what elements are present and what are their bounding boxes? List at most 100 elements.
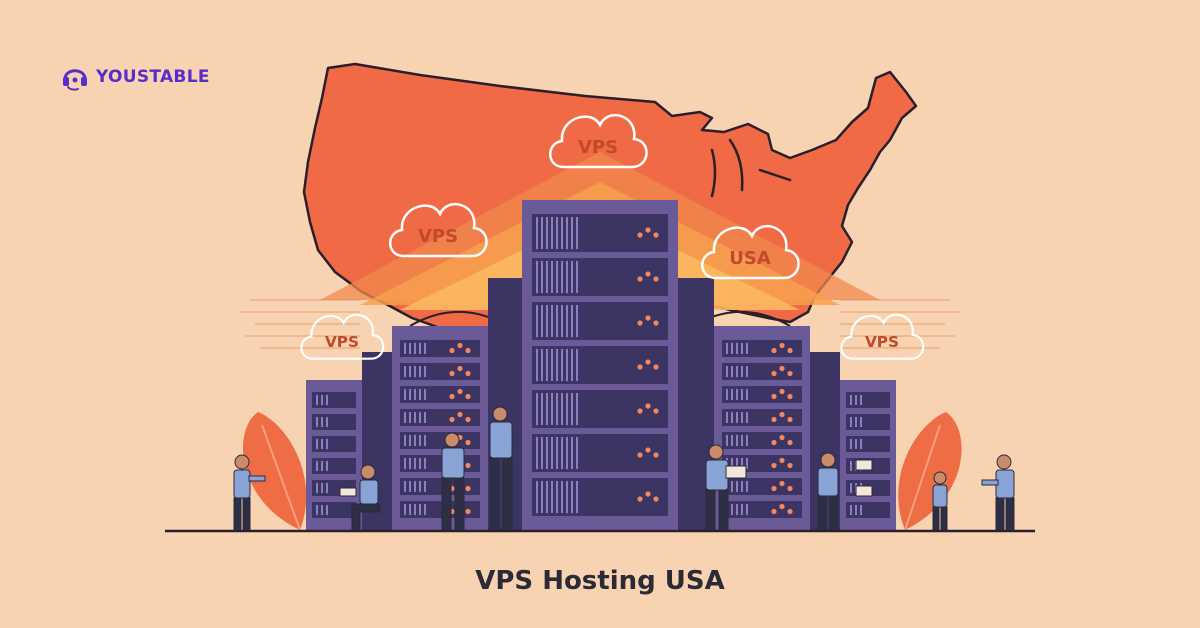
rack-vent xyxy=(576,437,578,469)
status-led xyxy=(779,342,785,349)
rack-vent xyxy=(726,412,728,423)
status-led xyxy=(637,496,643,502)
rack-vent xyxy=(566,349,568,381)
rack-vent xyxy=(424,389,426,400)
rack-vent xyxy=(546,305,548,337)
rack-vent xyxy=(419,389,421,400)
rack-vent xyxy=(541,261,543,293)
rack-slot xyxy=(846,502,890,518)
status-led xyxy=(787,462,793,469)
rack-vent xyxy=(571,349,573,381)
rack-vent xyxy=(731,389,733,400)
rack-vent xyxy=(419,435,421,446)
status-led xyxy=(771,416,777,423)
status-led xyxy=(645,315,651,321)
rack-vent xyxy=(741,389,743,400)
rack-vent xyxy=(404,481,406,492)
rack-vent xyxy=(541,349,543,381)
rack-slot xyxy=(846,414,890,430)
rack-vent xyxy=(850,483,852,493)
rack-vent xyxy=(726,366,728,377)
status-led xyxy=(771,462,777,469)
rack-vent xyxy=(404,504,406,515)
rack-vent xyxy=(404,366,406,377)
rack-vent xyxy=(316,395,318,405)
status-led xyxy=(645,271,651,277)
rack-vent xyxy=(576,349,578,381)
rack-vent xyxy=(414,412,416,423)
status-led xyxy=(465,439,471,446)
status-led xyxy=(637,320,643,326)
rack-vent xyxy=(556,393,558,425)
rack-vent xyxy=(731,504,733,515)
page-title: VPS Hosting USA xyxy=(475,566,725,596)
status-led xyxy=(465,393,471,400)
rack-units xyxy=(312,214,890,518)
rack-vent xyxy=(424,412,426,423)
rack-vent xyxy=(855,395,857,405)
rack-vent xyxy=(566,393,568,425)
rack-vent xyxy=(860,417,862,427)
status-led xyxy=(457,388,463,395)
rack-vent xyxy=(850,439,852,449)
rack-vent xyxy=(556,481,558,513)
rack-vent xyxy=(541,217,543,249)
status-led xyxy=(645,359,651,365)
rack-vent xyxy=(556,261,558,293)
rack-vent xyxy=(536,437,538,469)
rack-vent xyxy=(741,366,743,377)
rack-vent xyxy=(731,435,733,446)
rack-vent xyxy=(541,393,543,425)
rack-vent xyxy=(556,437,558,469)
cloud-usa: USA xyxy=(701,225,800,280)
status-led xyxy=(771,370,777,377)
rack-vent xyxy=(736,412,738,423)
status-led xyxy=(449,347,455,354)
status-led xyxy=(787,416,793,423)
rack-vent xyxy=(736,481,738,492)
rack-vent xyxy=(736,435,738,446)
rack-vent xyxy=(541,481,543,513)
status-led xyxy=(653,320,659,326)
cloud-vps-left: VPS xyxy=(389,203,488,258)
rack-vent xyxy=(556,217,558,249)
rack-vent xyxy=(414,435,416,446)
rack-vent xyxy=(326,483,328,493)
rack-vent xyxy=(551,437,553,469)
rack-vent xyxy=(536,261,538,293)
rack-vent xyxy=(541,305,543,337)
headset-logo-icon xyxy=(63,69,87,91)
rack-vent xyxy=(855,439,857,449)
status-led xyxy=(771,393,777,400)
rack-vent xyxy=(746,504,748,515)
rack-vent xyxy=(409,504,411,515)
cloud-icon xyxy=(549,114,648,169)
status-led xyxy=(787,347,793,354)
cloud-icon xyxy=(840,313,925,360)
rack-vent xyxy=(321,505,323,515)
rack-vent xyxy=(414,389,416,400)
rack-vent xyxy=(551,481,553,513)
rack-vent xyxy=(321,439,323,449)
rack-vent xyxy=(546,217,548,249)
status-led xyxy=(457,365,463,372)
rack-vent xyxy=(536,349,538,381)
leaf-icon xyxy=(242,412,962,531)
rack-vent xyxy=(404,343,406,354)
rack-vent xyxy=(855,505,857,515)
rack-vent xyxy=(316,439,318,449)
status-led xyxy=(771,347,777,354)
rack-vent xyxy=(741,435,743,446)
status-led xyxy=(787,508,793,515)
rack-vent xyxy=(576,305,578,337)
rack-vent xyxy=(726,435,728,446)
rack-vent xyxy=(850,417,852,427)
rack-vent xyxy=(736,389,738,400)
rack-vent xyxy=(736,504,738,515)
status-led xyxy=(645,403,651,409)
rack-vent xyxy=(746,458,748,469)
rack-vent xyxy=(424,343,426,354)
rack-vent xyxy=(409,458,411,469)
rack-vent xyxy=(409,412,411,423)
rack-vent xyxy=(571,481,573,513)
